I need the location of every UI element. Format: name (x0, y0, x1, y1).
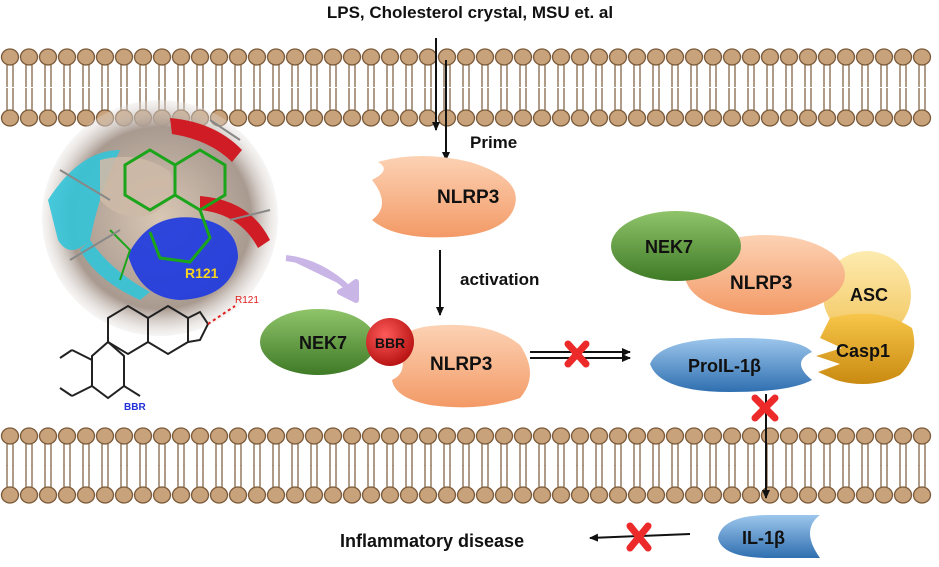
prime-label: Prime (470, 133, 517, 152)
block-mark-3 (626, 522, 652, 552)
casp1-protein (816, 313, 915, 384)
il-1b-protein (718, 515, 820, 558)
proil-1b-protein (650, 338, 812, 392)
block-mark-2 (751, 394, 779, 422)
disease-label: Inflammatory disease (340, 531, 524, 551)
il-1b-label: IL-1β (742, 528, 785, 548)
nek7-label-left: NEK7 (299, 333, 347, 353)
bbr-chemical-structure (59, 304, 236, 400)
proil-1b-label: ProIL-1β (688, 356, 761, 376)
residue-label-2d: R121 (235, 295, 259, 306)
nlrp3-label-top: NLRP3 (437, 187, 499, 208)
residue-label-3d: R121 (185, 265, 219, 281)
cell-membrane-top (0, 48, 932, 127)
docking-arrow (285, 255, 359, 303)
docking-3d-structure: R121 (42, 100, 278, 336)
nek7-protein-right (611, 211, 741, 281)
bbr-label: BBR (375, 335, 405, 351)
cell-membrane-bottom (0, 427, 932, 504)
casp1-label: Casp1 (836, 341, 890, 361)
bbr-molecule (366, 318, 414, 366)
nlrp3-protein-top (372, 156, 516, 238)
activation-label: activation (460, 270, 539, 289)
stimulus-label: LPS, Cholesterol crystal, MSU et. al (327, 3, 613, 22)
nlrp3-protein-mid (392, 324, 530, 408)
nlrp3-label-right: NLRP3 (730, 273, 792, 294)
nek7-protein-left (260, 309, 376, 375)
nek7-label-right: NEK7 (645, 237, 693, 257)
nlrp3-label-mid: NLRP3 (430, 354, 492, 375)
bbr-structure-label: BBR (124, 402, 146, 413)
block-mark-1 (564, 340, 590, 368)
asc-label: ASC (850, 285, 888, 305)
